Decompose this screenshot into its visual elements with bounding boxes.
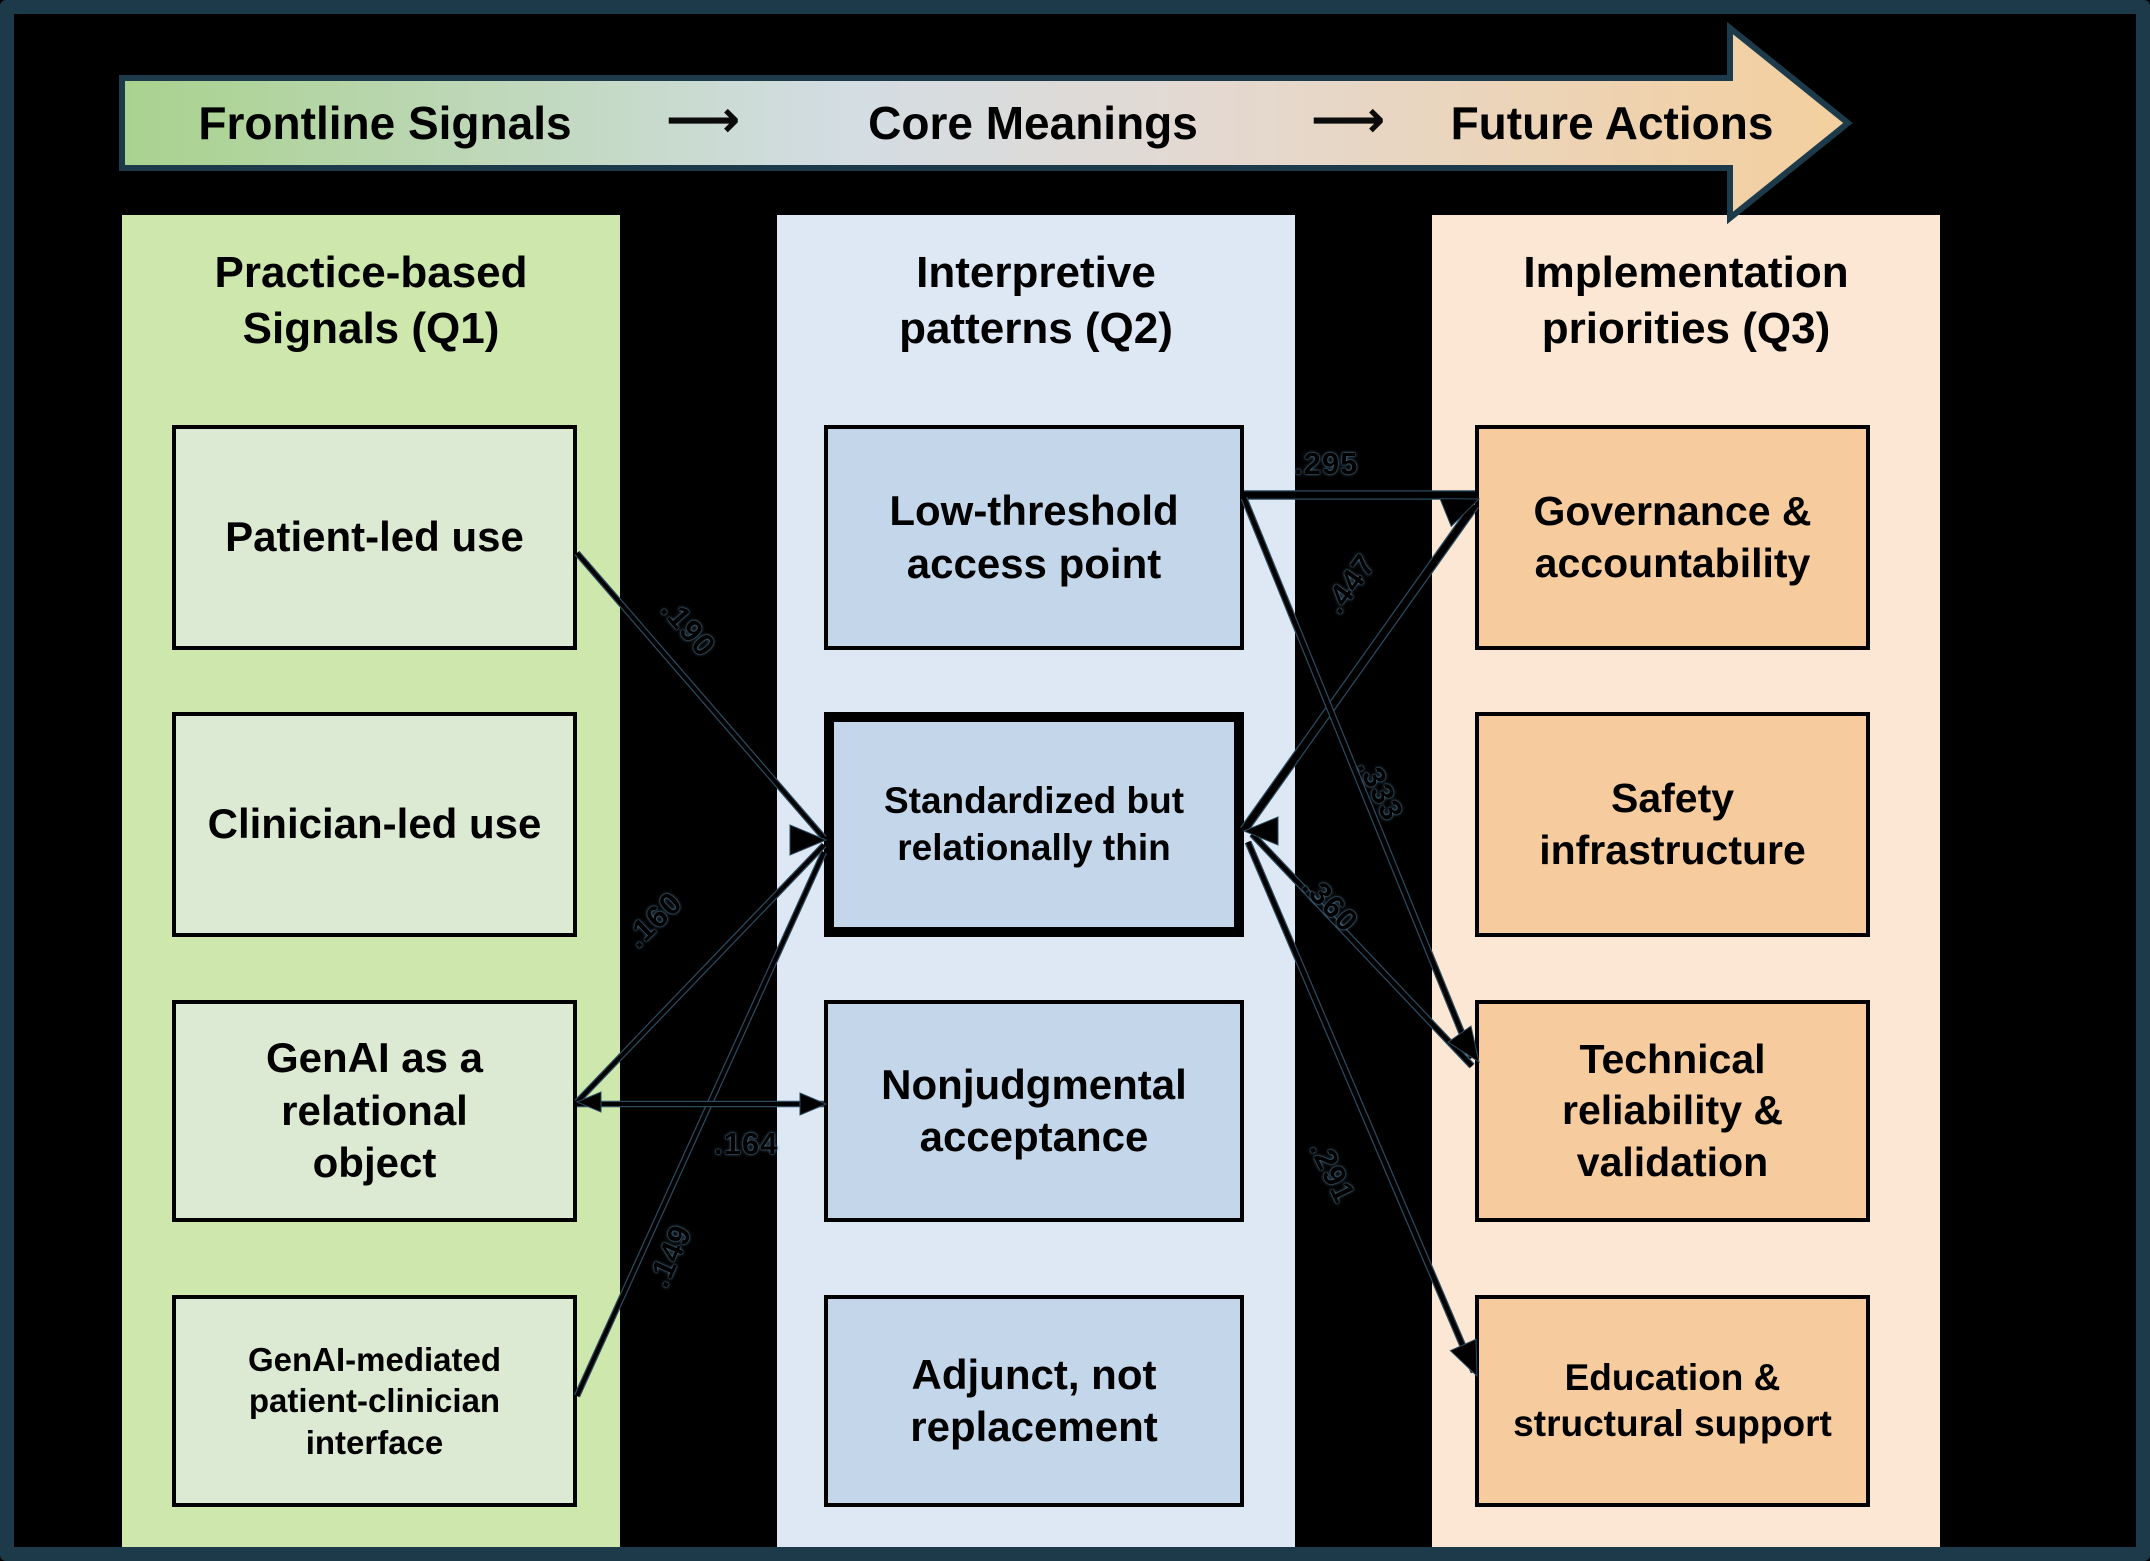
connection-label-149: .149	[640, 1219, 699, 1293]
connection-label-190: .190	[654, 591, 723, 664]
box-clinician-led-use: Clinician-led use	[172, 712, 577, 937]
box-adjunct-not-replacement: Adjunct, not replacement	[824, 1295, 1244, 1507]
box-governance-accountability: Governance & accountability	[1475, 425, 1870, 650]
column-q3-panel: Implementation priorities (Q3) Governanc…	[1432, 215, 1940, 1550]
connection-label-295: .295	[1294, 446, 1359, 481]
right-arrow-icon: ⟶	[1310, 90, 1386, 150]
box-low-threshold-access: Low-threshold access point	[824, 425, 1244, 650]
column-q2-title: Interpretive patterns (Q2)	[899, 248, 1173, 354]
column-q1-panel: Practice-based Signals (Q1) Patient-led …	[122, 215, 620, 1550]
column-q2-panel: Interpretive patterns (Q2) Low-threshold…	[777, 215, 1295, 1550]
connection-label-333: .333	[1350, 753, 1411, 827]
box-safety-infrastructure: Safety infrastructure	[1475, 712, 1870, 937]
box-patient-led-use: Patient-led use	[172, 425, 577, 650]
connection-label-360: .360	[1295, 868, 1366, 939]
box-genai-relational-object: GenAI as a relational object	[172, 1000, 577, 1222]
connection-label-160: .160	[618, 884, 690, 955]
column-q3-title: Implementation priorities (Q3)	[1523, 248, 1849, 354]
box-education-structural-support: Education & structural support	[1475, 1295, 1870, 1507]
banner-step-core-meanings: Core Meanings	[868, 97, 1198, 149]
connection-label-164: .164	[714, 1126, 779, 1161]
right-arrow-icon: ⟶	[665, 90, 741, 150]
banner-step-future-actions: Future Actions	[1450, 97, 1774, 149]
banner-step-frontline-signals: Frontline Signals	[198, 97, 572, 149]
connection-label-447: .447	[1316, 547, 1383, 621]
box-nonjudgmental-acceptance: Nonjudgmental acceptance	[824, 1000, 1244, 1222]
box-standardized-relationally-thin: Standardized but relationally thin	[824, 712, 1244, 937]
connection-label-291: .291	[1302, 1135, 1363, 1209]
box-technical-reliability: Technical reliability & validation	[1475, 1000, 1870, 1222]
box-genai-mediated-interface: GenAI-mediated patient-clinician interfa…	[172, 1295, 577, 1507]
column-q1-title: Practice-based Signals (Q1)	[214, 248, 528, 354]
